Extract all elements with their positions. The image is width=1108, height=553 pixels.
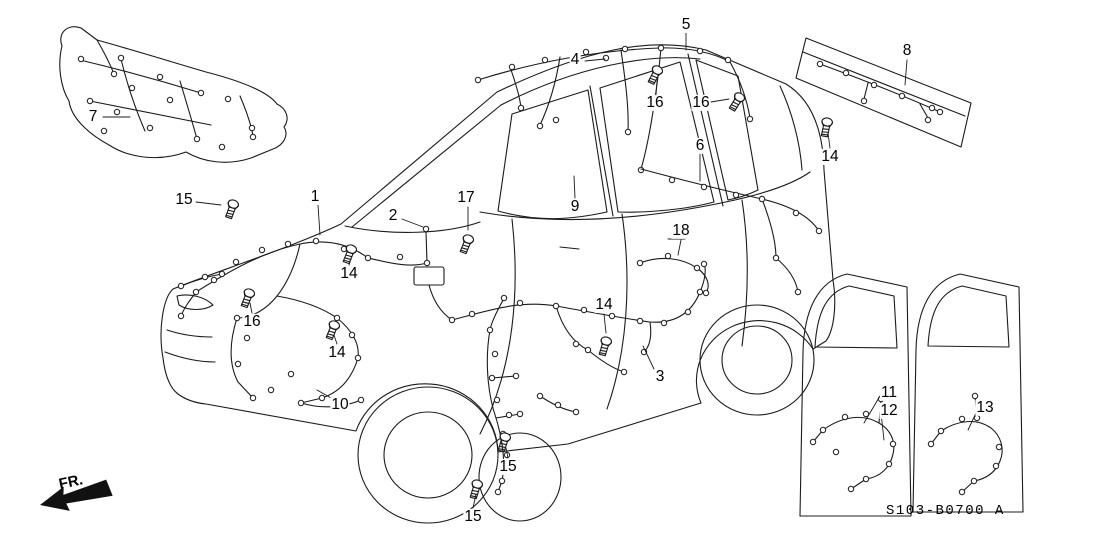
- leader-lines: [102, 32, 977, 509]
- roof-inner-line: [500, 57, 701, 106]
- beltline: [479, 171, 811, 221]
- callout-16: 16: [645, 93, 665, 112]
- dashboard-harness-wires: [79, 39, 254, 140]
- front-door-window: [497, 89, 608, 220]
- rear-door-seam: [606, 213, 628, 410]
- front-door-window-opening: [814, 285, 898, 349]
- callout-14: 14: [594, 295, 614, 314]
- windshield-line: [351, 104, 502, 228]
- front-door-panel-outline: [799, 273, 912, 517]
- callout-9: 9: [569, 197, 581, 216]
- callout-13: 13: [975, 398, 995, 417]
- callout-16: 16: [691, 93, 711, 112]
- callout-12: 12: [879, 401, 899, 420]
- front-wheel-inner: [383, 411, 473, 499]
- fr-label: FR.: [57, 471, 84, 493]
- front-door-panel: [799, 273, 912, 517]
- callout-4: 4: [569, 50, 581, 69]
- callout-6: 6: [694, 136, 706, 155]
- dashboard-harness: [59, 26, 288, 163]
- dashboard-harness-outline: [59, 26, 288, 163]
- callout-14: 14: [339, 264, 359, 283]
- rear-door-panel-outline: [912, 273, 1024, 513]
- tailgate-trim-panel: [795, 37, 972, 148]
- front-door-seam: [479, 218, 516, 435]
- rear-wheel: [699, 304, 815, 416]
- callout-17: 17: [456, 188, 476, 207]
- center-floor-harness: [396, 225, 708, 376]
- roof-harness-wires: [477, 47, 751, 170]
- rear-body-harness: [636, 168, 823, 297]
- d-pillar-line: [779, 85, 803, 171]
- callout-16: 16: [242, 312, 262, 331]
- callout-14: 14: [820, 147, 840, 166]
- rocker-harness: [486, 326, 580, 496]
- callout-15: 15: [174, 190, 194, 209]
- callout-7: 7: [87, 107, 99, 126]
- rear-body-harness-wires: [639, 168, 820, 294]
- rear-wheel-inner: [721, 325, 793, 395]
- callout-14: 14: [327, 343, 347, 362]
- rear-door-window-opening: [927, 285, 1010, 348]
- tailgate-panel-outline: [795, 37, 972, 148]
- car-body: [160, 44, 836, 524]
- callout-8: 8: [901, 41, 913, 60]
- c-pillar: [687, 53, 724, 207]
- tailgate-harness-wires: [819, 63, 941, 119]
- b-pillar: [589, 85, 614, 217]
- part-code-label: S103-B0700 A: [886, 503, 1005, 519]
- callout-15: 15: [498, 457, 518, 476]
- fr-arrow-icon: [40, 479, 113, 511]
- front-wheel: [357, 386, 499, 524]
- callout-15: 15: [463, 507, 483, 526]
- callout-18: 18: [671, 221, 691, 240]
- callout-10: 10: [330, 395, 350, 414]
- callout-1: 1: [309, 187, 321, 206]
- quarter-seam: [741, 199, 748, 347]
- callout-2: 2: [387, 206, 399, 225]
- callout-3: 3: [654, 367, 666, 386]
- callout-5: 5: [680, 15, 692, 34]
- rear-door-window: [599, 61, 715, 213]
- front-wheel-far: [478, 432, 562, 522]
- callout-11: 11: [879, 383, 899, 402]
- roof-harness: [474, 44, 754, 174]
- grille-lines: [164, 329, 216, 363]
